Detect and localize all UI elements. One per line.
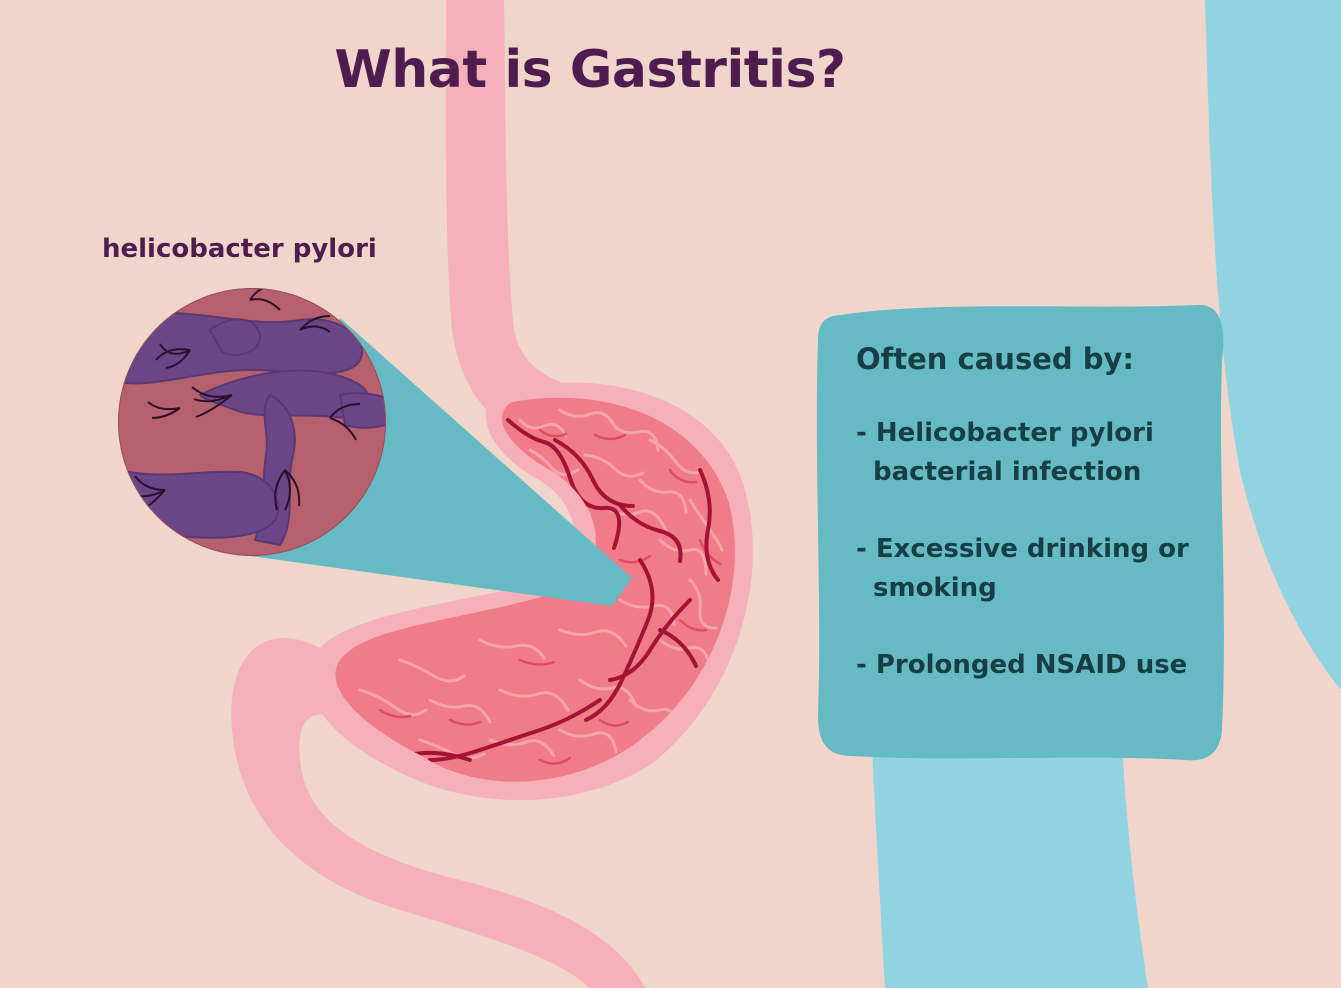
bacteria-label: helicobacter pylori	[102, 234, 377, 264]
inflamed-texture	[358, 408, 724, 765]
info-box-shape	[816, 305, 1224, 761]
stomach-lining-shape	[335, 397, 735, 782]
body-outline-shape	[1205, 0, 1341, 690]
cause-item: - Prolonged NSAID use	[856, 650, 1188, 680]
duodenum-shape	[231, 637, 646, 988]
cause-item: - Helicobacter pylori bacterial infectio…	[856, 418, 1154, 487]
cause-item: - Excessive drinking or smoking	[856, 534, 1189, 603]
page-title: What is Gastritis?	[334, 40, 846, 100]
causes-heading: Often caused by:	[856, 342, 1134, 376]
causes-box: Often caused by: - Helicobacter pylori b…	[818, 302, 1222, 760]
leg-shape	[870, 700, 1148, 988]
esophagus-shape	[445, 0, 600, 450]
causes-content: Often caused by: - Helicobacter pylori b…	[856, 342, 1216, 723]
